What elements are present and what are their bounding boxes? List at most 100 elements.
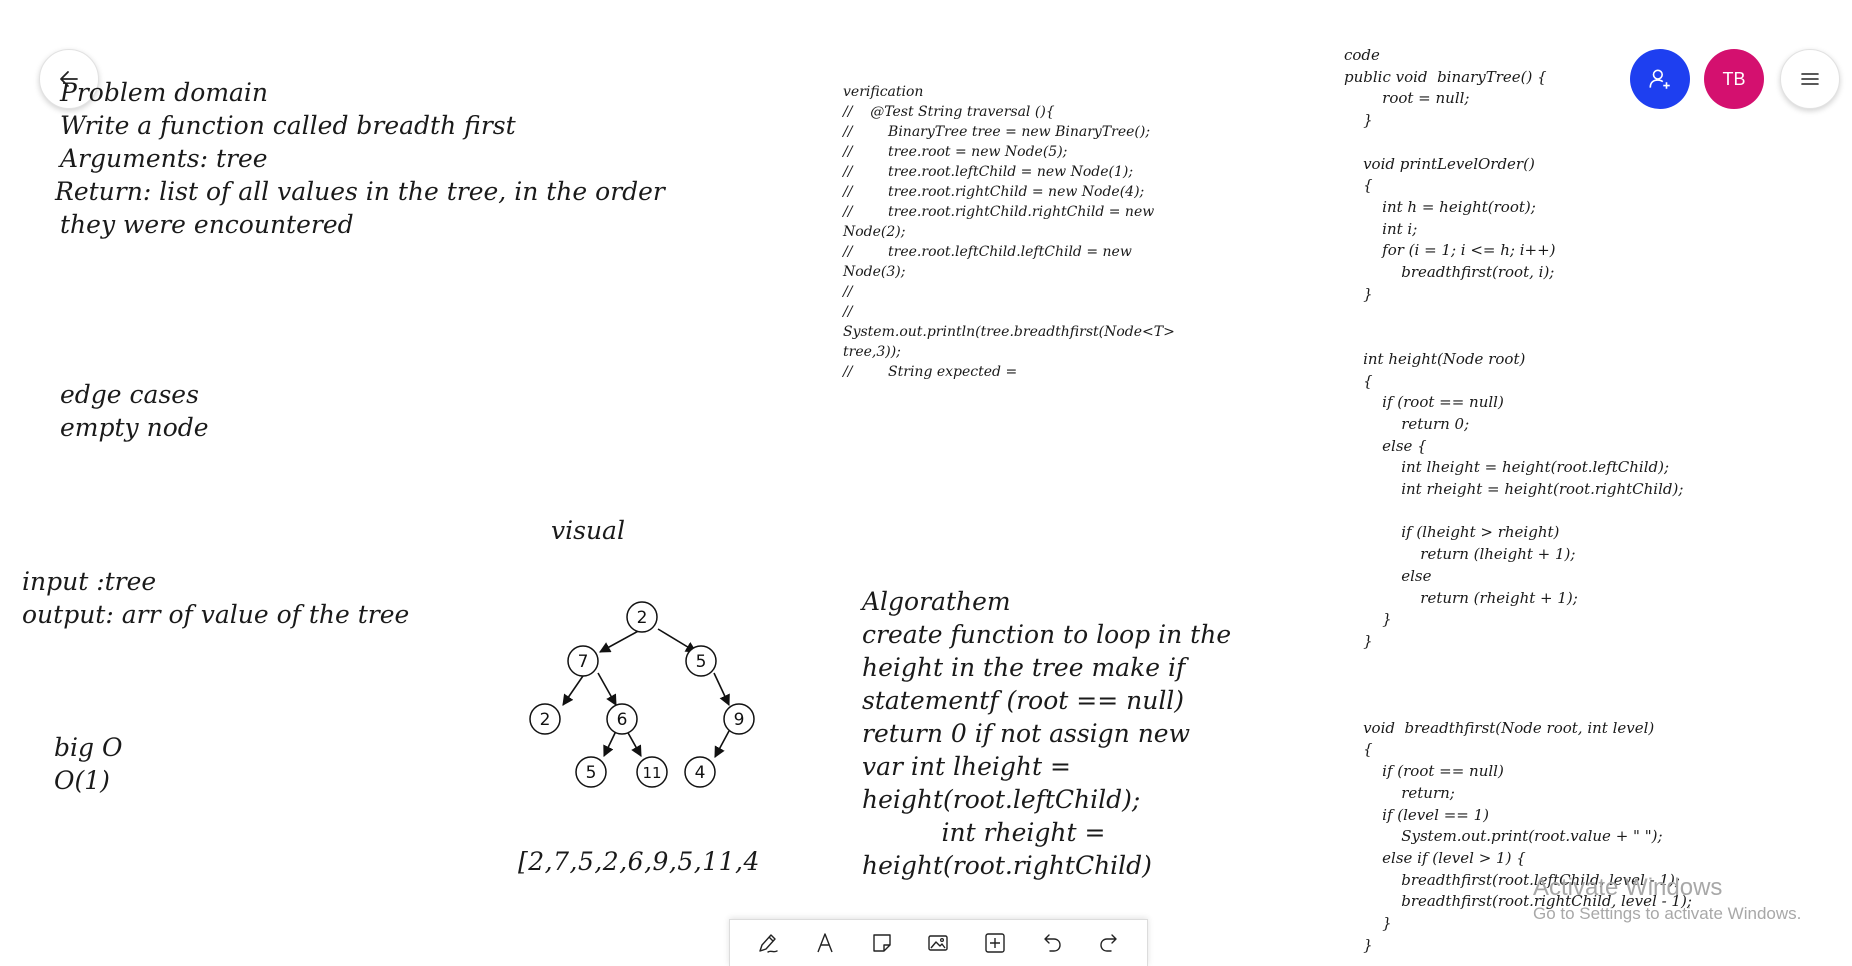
tree-node: 5 (575, 756, 607, 788)
insert-tool-button[interactable] (977, 925, 1013, 961)
note-line: // tree.root.leftChild = new Node(1); (843, 164, 1134, 180)
tree-edge (713, 672, 730, 707)
tree-node: 5 (685, 645, 717, 677)
code-line: int h = height(root); (1344, 197, 1536, 216)
note-line: return 0 if not assign new (862, 719, 1190, 748)
activate-windows-watermark: Activate Windows Go to Settings to activ… (1533, 874, 1801, 924)
code-line (1344, 653, 1692, 675)
code-line: if (lheight > rheight) (1344, 523, 1560, 542)
code-line: void printLevelOrder() (1344, 154, 1535, 173)
tree-node: 2 (529, 703, 561, 735)
code-line: { (1344, 176, 1373, 195)
code-line: int lheight = height(root.leftChild); (1344, 458, 1669, 477)
tree-node-value: 5 (586, 763, 597, 783)
code-line: breadthfirst(root.rightChild, level - 1)… (1344, 892, 1692, 911)
image-tool-button[interactable] (920, 925, 956, 961)
text-tool-button[interactable] (807, 925, 843, 961)
redo-button[interactable] (1091, 925, 1127, 961)
tree-node: 11 (636, 756, 668, 788)
sticky-note-tool-button[interactable] (864, 925, 900, 961)
code-line: } (1344, 284, 1373, 303)
note-line: output: arr of value of the tree (22, 600, 410, 629)
note-line: height(root.leftChild); (862, 785, 1141, 814)
avatar[interactable]: TB (1704, 49, 1764, 109)
code-line: System.out.print(root.value + " "); (1344, 827, 1663, 846)
note-line: Node(2); (843, 224, 906, 240)
code-line (1344, 696, 1692, 718)
visual-title[interactable]: visual (551, 516, 625, 545)
code-line: return 0; (1344, 414, 1470, 433)
watermark-subtitle: Go to Settings to activate Windows. (1533, 904, 1802, 923)
text-icon (817, 933, 833, 953)
code-line: } (1344, 935, 1373, 954)
code-line: { (1344, 740, 1373, 759)
code-line: breadthfirst(root, i); (1344, 263, 1555, 282)
tree-node-value: 2 (637, 608, 648, 628)
tree-node-value: 11 (642, 764, 661, 782)
code-line: if (level == 1) (1344, 805, 1490, 824)
pen-tool-button[interactable] (750, 925, 786, 961)
back-button[interactable] (39, 49, 99, 109)
add-person-icon (1649, 69, 1670, 89)
code-note[interactable]: code public void binaryTree() { root = nu… (1344, 45, 1692, 956)
note-line: // (843, 304, 853, 320)
tree-node: 7 (567, 645, 599, 677)
note-line: Algorathem (862, 587, 1011, 616)
code-line: code (1344, 46, 1380, 64)
note-line: System.out.println(tree.breadthfirst(Nod… (843, 324, 1175, 340)
undo-icon (1044, 934, 1061, 952)
code-line: int rheight = height(root.rightChild); (1344, 480, 1684, 499)
code-line: for (i = 1; i <= h; i++) (1344, 241, 1556, 260)
note-line: Arguments: tree (60, 144, 268, 173)
tree-edge (599, 628, 643, 653)
code-line: else { (1344, 436, 1427, 455)
code-line (1344, 327, 1692, 349)
code-line (1344, 132, 1692, 154)
pen-icon (759, 934, 779, 953)
note-line: big O (54, 733, 123, 762)
tree-edge (657, 628, 697, 653)
edge-cases-note[interactable]: edge cases empty node (60, 378, 209, 444)
code-line: root = null; (1344, 89, 1470, 108)
note-line: // BinaryTree tree = new BinaryTree(); (843, 124, 1151, 140)
problem-domain-note[interactable]: Problem domain Write a function called b… (55, 76, 665, 241)
code-line: return; (1344, 783, 1455, 802)
note-line: // tree.root.leftChild.leftChild = new (843, 244, 1132, 260)
note-line: verification (843, 84, 924, 100)
drawing-toolbar (729, 919, 1148, 966)
code-line (1344, 501, 1692, 523)
code-line: else (1344, 566, 1432, 585)
share-button[interactable] (1630, 49, 1690, 109)
note-line: // tree.root.rightChild.rightChild = new (843, 204, 1155, 220)
watermark-title: Activate Windows (1533, 874, 1723, 901)
note-line: int rheight = (862, 818, 1106, 847)
undo-button[interactable] (1034, 925, 1070, 961)
code-line: } (1344, 610, 1392, 629)
tree-node: 6 (606, 703, 638, 735)
sticky-note-icon (873, 934, 891, 952)
big-o-note[interactable]: big O O(1) (54, 731, 122, 797)
note-line: edge cases (60, 380, 199, 409)
note-line: statementf (root == null) (862, 686, 1185, 715)
code-line: int i; (1344, 219, 1418, 238)
algorithm-note[interactable]: Algorathem create function to loop in th… (862, 585, 1231, 882)
tree-edge (626, 730, 642, 757)
note-line: Node(3); (843, 264, 906, 280)
note-line: // String expected = (843, 364, 1018, 380)
tree-edge (597, 672, 617, 706)
avatar-initials: TB (1722, 68, 1746, 89)
note-line: // tree.root = new Node(5); (843, 144, 1068, 160)
code-line: if (root == null) (1344, 762, 1504, 781)
code-line: return (lheight + 1); (1344, 545, 1576, 564)
note-line: O(1) (54, 766, 110, 795)
code-line: public void binaryTree() { (1344, 67, 1547, 86)
array-output-note[interactable]: [2,7,5,2,6,9,5,11,4 (518, 847, 760, 876)
code-line: } (1344, 914, 1392, 933)
note-line: Problem domain (60, 78, 269, 107)
note-line: tree,3)); (843, 344, 901, 360)
input-output-note[interactable]: input :tree output: arr of value of the … (22, 565, 409, 631)
binary-tree-drawing[interactable]: 2 7 5 2 6 9 5 11 (515, 595, 775, 795)
verification-note[interactable]: verification // @Test String traversal (… (843, 82, 1175, 382)
menu-button[interactable] (1780, 49, 1840, 109)
redo-icon (1099, 934, 1117, 952)
